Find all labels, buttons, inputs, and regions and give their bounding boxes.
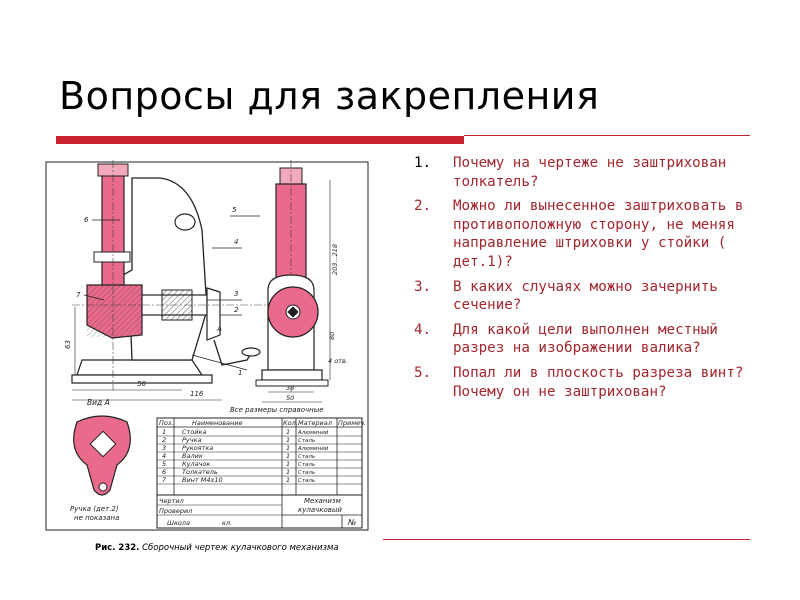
bottom-divider [383, 539, 750, 540]
question-number: 2. [414, 198, 432, 215]
leader-label: 7 [76, 291, 81, 299]
table-cell: 3 [162, 444, 166, 452]
table-cell: Сталь [298, 478, 315, 484]
table-cell: Сталь [298, 438, 315, 444]
title-underline-thin [464, 135, 750, 136]
leader-label: 1 [238, 369, 242, 377]
dimension-116: 116 [190, 390, 204, 398]
figure-caption-text: Сборочный чертеж кулачкового механизма [139, 543, 339, 553]
dimension-63: 63 [64, 340, 72, 349]
table-cell: 7 [162, 476, 167, 484]
parts-table: Все размеры справочные Поз. Наименование… [156, 406, 366, 529]
question-item: 1. Почему на чертеже не заштрихован толк… [414, 154, 759, 191]
side-view: 203...218 80 4 отв. 38 50 [255, 160, 348, 403]
question-number: 4. [414, 321, 432, 338]
table-cell: 4 [162, 452, 166, 460]
dimension-203: 203...218 [331, 244, 339, 275]
table-cell: Алюминий [297, 430, 329, 436]
assembly-drawing: 6 7 5 4 3 2 1 63 56 116 А [45, 160, 369, 531]
stamp-class: кл. [222, 519, 232, 527]
handle-note-line-1: Ручка (дет.2) [70, 505, 119, 513]
table-cell: 1 [286, 436, 290, 444]
stamp-drawn: Чертил [159, 497, 184, 505]
table-cell: 1 [286, 460, 290, 468]
leader-label: 4 [234, 238, 238, 246]
table-cell: Валик [182, 452, 203, 460]
question-text: Попал ли в плоскость разреза винт? Почем… [453, 364, 744, 400]
table-cell: 5 [162, 460, 166, 468]
table-header: Наименование [192, 419, 243, 427]
table-row: 4 Валик 1 Сталь [162, 452, 315, 460]
leader-label: 6 [84, 216, 89, 224]
table-row: 7 Винт М4х10 1 Сталь [162, 476, 315, 484]
drawing-frame [45, 161, 369, 531]
table-cell: Толкатель [182, 468, 218, 476]
stamp-title-2: кулачковый [298, 506, 342, 514]
question-text: Почему на чертеже не заштрихован толкате… [453, 155, 727, 190]
view-a-label: Вид А [87, 398, 110, 407]
table-row: 6 Толкатель 1 Сталь [162, 468, 315, 476]
front-view: 6 7 5 4 3 2 1 63 56 116 А [64, 160, 267, 401]
questions-list: 1. Почему на чертеже не заштрихован толк… [414, 154, 759, 407]
arrow-a-label: А [216, 325, 222, 333]
table-row: 2 Ручка 1 Сталь [162, 436, 315, 444]
question-number: 1. [414, 155, 432, 171]
question-item: 3. В каких случаях можно зачернить сечени… [414, 278, 759, 315]
title-underline-thick [56, 136, 464, 144]
table-cell: Сталь [298, 470, 315, 476]
question-item: 2. Можно ли вынесенное заштриховать в про… [414, 197, 759, 271]
stamp-checked: Проверил [159, 507, 192, 515]
handle-note-line-2: не показана [74, 514, 119, 522]
table-cell: Сталь [298, 462, 315, 468]
table-header: Материал [298, 419, 332, 427]
leader-label: 2 [234, 306, 239, 314]
dimension-50: 50 [286, 394, 294, 402]
dimension-56: 56 [137, 380, 146, 388]
table-cell: Кулачок [182, 460, 210, 468]
table-cell: 1 [286, 468, 290, 476]
question-number: 3. [414, 278, 432, 295]
table-cell: 1 [286, 444, 290, 452]
stamp-number: № [347, 518, 356, 527]
slide-title: Вопросы для закрепления [59, 74, 600, 118]
table-row: 3 Рукоятка 1 Алюминий [162, 444, 329, 452]
figure-number: Рис. 232. [95, 543, 140, 553]
table-cell: 1 [286, 452, 290, 460]
note-all-dims: Все размеры справочные [230, 406, 324, 414]
table-cell: Сталь [298, 454, 315, 460]
table-cell: 2 [162, 436, 166, 444]
table-cell: 1 [162, 428, 166, 436]
table-cell: 1 [286, 428, 290, 436]
table-cell: Стойка [182, 428, 206, 436]
view-a: Вид А Ручка (дет.2) не показана [70, 398, 131, 522]
question-text: Для какой цели выполнен местный разрез н… [453, 321, 718, 357]
question-text: Можно ли вынесенное заштриховать в проти… [453, 198, 744, 270]
question-text: В каких случаях можно зачернить сечение? [453, 278, 718, 314]
table-row: 5 Кулачок 1 Сталь [162, 460, 315, 468]
holes-label: 4 отв. [328, 357, 348, 365]
stamp-title-1: Механизм [304, 497, 342, 505]
figure-caption: Рис. 232. Сборочный чертеж кулачкового м… [95, 543, 339, 553]
table-cell: 1 [286, 476, 290, 484]
table-cell: 6 [162, 468, 166, 476]
table-cell: Винт М4х10 [182, 476, 223, 484]
table-cell: Алюминий [297, 446, 329, 452]
leader-label: 5 [232, 206, 237, 214]
dimension-38: 38 [286, 384, 294, 392]
question-item: 4. Для какой цели выполнен местный разрез… [414, 321, 759, 358]
table-header: Кол. [283, 419, 298, 427]
question-number: 5. [414, 364, 432, 381]
table-header: Примеч. [338, 419, 366, 427]
stamp-school: Школа [167, 519, 190, 527]
question-item: 5. Попал ли в плоскость разреза винт? Поч… [414, 364, 759, 401]
table-cell: Ручка [182, 436, 202, 444]
table-header: Поз. [159, 419, 173, 427]
table-row: 1 Стойка 1 Алюминий [162, 428, 329, 436]
table-cell: Рукоятка [182, 444, 213, 452]
leader-label: 3 [234, 290, 238, 298]
dimension-80: 80 [328, 332, 336, 340]
